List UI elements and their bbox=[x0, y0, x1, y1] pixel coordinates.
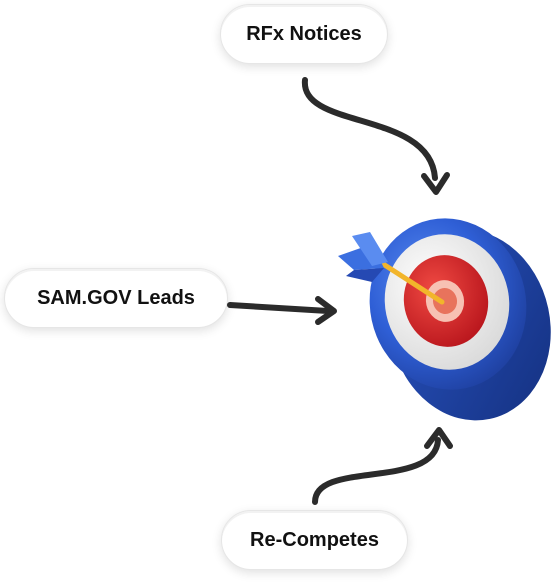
node-rfx-notices-label: RFx Notices bbox=[246, 22, 362, 45]
dart-icon bbox=[338, 232, 445, 305]
arrow-bottom bbox=[312, 427, 453, 505]
node-sam-gov-leads: SAM.GOV Leads bbox=[4, 268, 228, 328]
node-re-competes: Re-Competes bbox=[221, 510, 408, 570]
node-sam-gov-leads-label: SAM.GOV Leads bbox=[37, 286, 195, 309]
arrow-left bbox=[227, 296, 337, 325]
node-rfx-notices: RFx Notices bbox=[220, 4, 388, 64]
target-icon bbox=[369, 218, 551, 421]
arrow-top bbox=[301, 77, 450, 195]
node-re-competes-label: Re-Competes bbox=[250, 528, 379, 551]
